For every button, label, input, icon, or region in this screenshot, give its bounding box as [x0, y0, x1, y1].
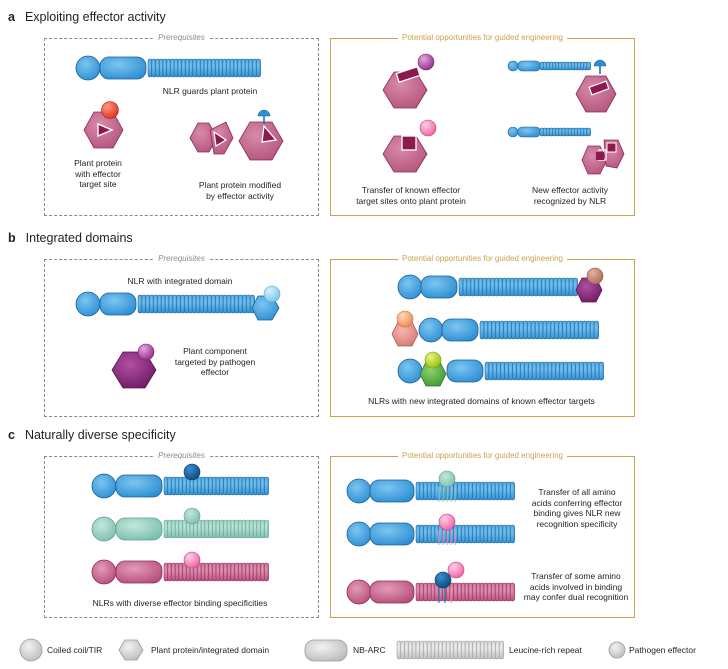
caption-transfer-all: Transfer of all amino acids conferring e… [531, 487, 623, 529]
legend-label-effector: Pathogen effector [629, 645, 696, 655]
nlr-b-opp-2 [391, 310, 599, 347]
lrr-segment [586, 127, 591, 137]
legend-hexagon-icon [118, 639, 144, 661]
legend-small-circle-icon [608, 641, 626, 659]
caption-transfer-some: Transfer of some amino acids involved in… [523, 571, 629, 602]
nlr-c-opp-3 [346, 561, 515, 605]
nlr-c-pre-3 [91, 551, 269, 585]
legend-label-coiled-coil: Coiled coil/TIR [47, 645, 103, 655]
caption-plant-target: Plant protein with effector target site [74, 158, 122, 189]
lrr-segment [586, 61, 591, 71]
caption-nlr-integrated: NLR with integrated domain [127, 276, 233, 286]
lrr-segment [593, 320, 599, 340]
caption-diverse-specificities: NLRs with diverse effector binding speci… [92, 598, 268, 608]
caption-plant-component: Plant component targeted by pathogen eff… [174, 346, 256, 377]
plant-protein-modified [238, 109, 284, 161]
nlr-c-opp-1 [346, 470, 515, 504]
prerequisites-box-a: Prerequisites [44, 33, 319, 216]
opportunities-box-b: Potential opportunities for guided engin… [330, 254, 635, 417]
opportunities-box-a: Potential opportunities for guided engin… [330, 33, 635, 216]
plant-protein-target [83, 101, 124, 149]
nlr-c-opp-2 [346, 513, 515, 547]
nlr-new-activity-1 [507, 59, 617, 113]
caption-new-activity: New effector activity recognized by NLR [532, 185, 608, 206]
transfer-target-2 [382, 119, 437, 173]
legend-label-plant-protein: Plant protein/integrated domain [151, 645, 270, 655]
caption-new-domains: NLRs with new integrated domains of know… [368, 396, 595, 406]
opportunities-box-c: Potential opportunities for guided engin… [330, 451, 635, 618]
nlr-b-opp-3 [397, 351, 604, 387]
prerequisites-box-b: Prerequisites [44, 254, 319, 417]
nlr-b-opp-1 [397, 267, 604, 303]
caption-transfer-sites: Transfer of known effector target sites … [356, 185, 466, 206]
legend-circle-icon [19, 638, 43, 662]
plant-component-b [111, 343, 157, 389]
nlr-new-activity-2 [507, 126, 625, 175]
lrr-segment [509, 582, 515, 602]
legend-label-lrr: Leucine-rich repeat [509, 645, 582, 655]
lrr-segment [572, 277, 578, 297]
lrr-segment [264, 519, 269, 539]
lrr-segment [598, 361, 604, 381]
caption-nlr-guards: NLR guards plant protein [162, 86, 258, 96]
lrr-segment [264, 476, 269, 496]
legend [19, 638, 626, 662]
legend-label-nb-arc: NB-ARC [353, 645, 386, 655]
lrr-segment [509, 524, 515, 544]
nlr-a-pre [75, 55, 261, 81]
caption-plant-modified: Plant protein modified by effector activ… [198, 180, 282, 201]
lrr-a-pre [147, 58, 261, 78]
lrr-segment [256, 58, 261, 78]
plant-protein-cut [189, 121, 234, 155]
nlr-c-pre-1 [91, 463, 269, 499]
lrr-segment [498, 640, 504, 660]
lrr-segment [509, 481, 515, 501]
transfer-target-1 [382, 53, 435, 109]
legend-rounded-rect-icon [304, 639, 348, 662]
nlr-b-pre [75, 285, 281, 321]
legend-lrr-icon [396, 640, 504, 660]
lrr-segment [264, 562, 269, 582]
nlr-c-pre-2 [91, 507, 269, 542]
prerequisites-box-c: Prerequisites [44, 451, 319, 618]
